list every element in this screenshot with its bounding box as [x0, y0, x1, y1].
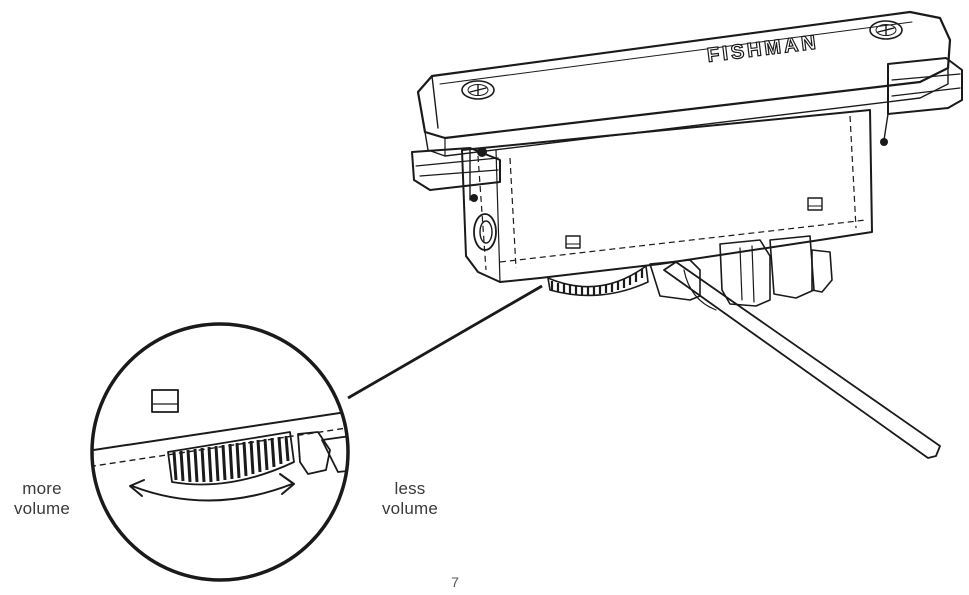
rotation-arrow-icon [129, 473, 295, 502]
zoom-circle [90, 322, 350, 582]
more-volume-label: more volume [2, 479, 82, 519]
screw-left-icon [461, 80, 495, 100]
output-jack-icon [473, 213, 497, 251]
slot-marker [151, 389, 179, 413]
page-number: 7 [451, 574, 459, 590]
zoom-detail [90, 322, 350, 582]
screw-right-icon [869, 20, 903, 40]
less-volume-line-2: volume [381, 499, 438, 518]
more-volume-line-1: more [22, 479, 62, 498]
volume-thumbwheel [547, 265, 649, 297]
pickup-body: FISHMAN [411, 10, 963, 311]
zoom-leader-line [347, 284, 543, 400]
more-volume-line-2: volume [13, 499, 70, 518]
thumbwheel-detail [167, 431, 295, 486]
less-volume-label: less volume [370, 479, 450, 519]
less-volume-line-1: less [394, 479, 426, 498]
lead-wire [663, 261, 941, 459]
